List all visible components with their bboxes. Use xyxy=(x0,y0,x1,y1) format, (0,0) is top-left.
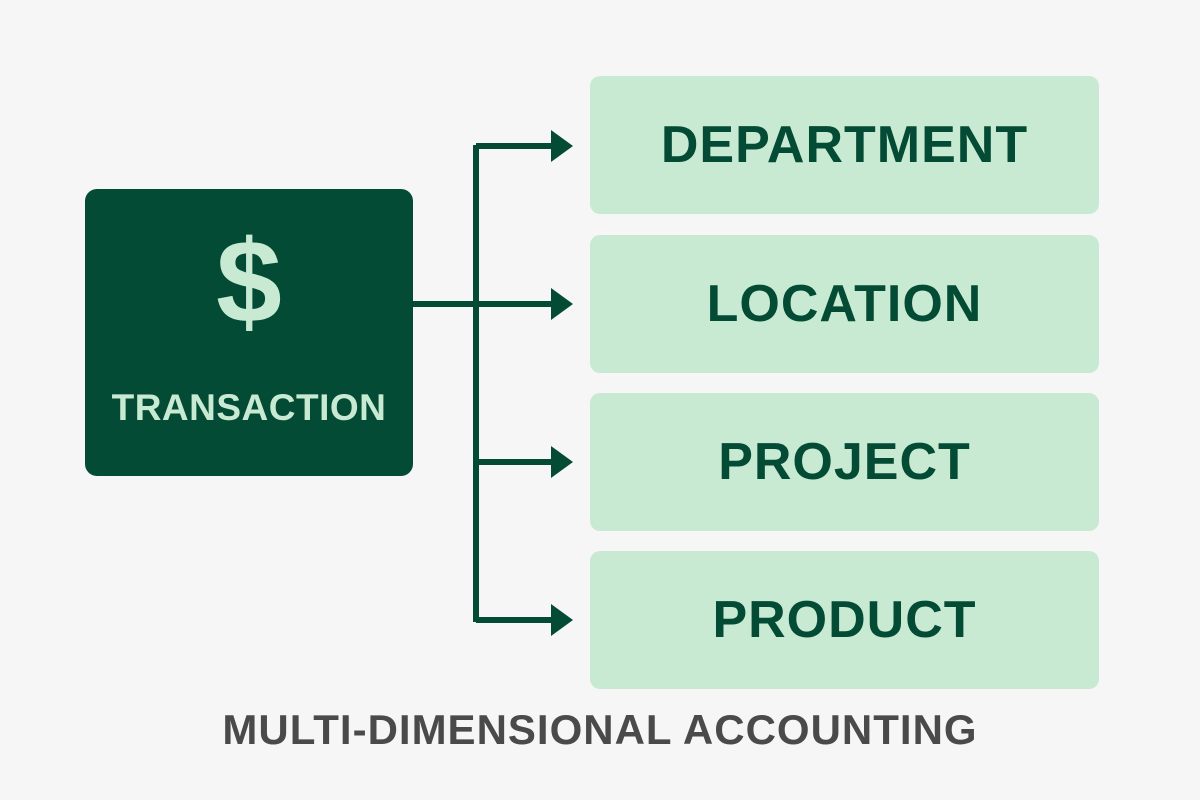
dimension-label: PROJECT xyxy=(718,433,971,491)
arrow-head-icon xyxy=(551,130,573,162)
transaction-label: TRANSACTION xyxy=(111,387,387,428)
arrow-head-icon xyxy=(551,288,573,320)
arrow-head-icon xyxy=(551,446,573,478)
dollar-sign-icon: $ xyxy=(216,216,282,348)
dimension-label: PRODUCT xyxy=(712,591,977,649)
dimension-label: DEPARTMENT xyxy=(660,116,1029,174)
dimension-box-product: PRODUCT xyxy=(590,551,1099,689)
dimension-box-project: PROJECT xyxy=(590,393,1099,531)
dimension-label: LOCATION xyxy=(706,275,983,333)
diagram-caption: MULTI-DIMENSIONAL ACCOUNTING xyxy=(222,706,978,753)
dimension-box-department: DEPARTMENT xyxy=(590,76,1099,214)
transaction-box: $ TRANSACTION xyxy=(85,189,413,476)
arrow-head-icon xyxy=(551,604,573,636)
dimension-box-location: LOCATION xyxy=(590,235,1099,373)
